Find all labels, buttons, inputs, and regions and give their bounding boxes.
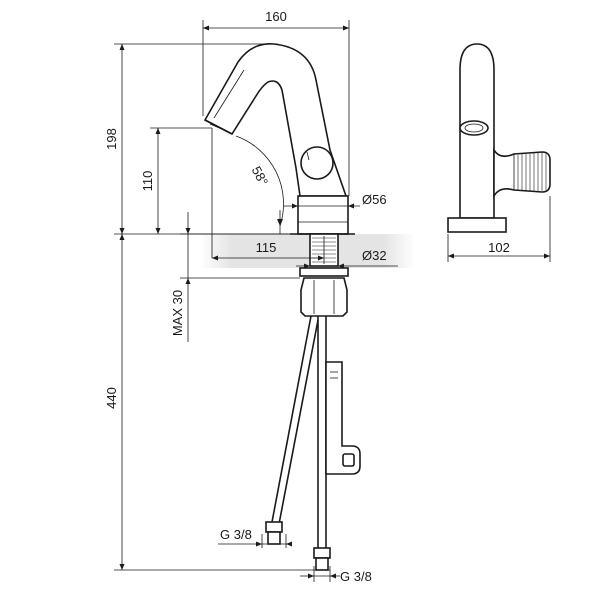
dim-projection: 115 bbox=[256, 240, 277, 255]
dim-diameter-body: Ø56 bbox=[362, 192, 387, 207]
dim-spout-angle: 58° bbox=[249, 164, 271, 188]
faucet-base bbox=[297, 195, 349, 235]
dim-diameter-shank: Ø32 bbox=[362, 248, 387, 263]
dim-side-width: 102 bbox=[488, 240, 510, 255]
faucet-front-view bbox=[203, 43, 361, 571]
faucet-side-view bbox=[447, 43, 551, 233]
flexible-hose bbox=[271, 315, 312, 523]
dimension-lines bbox=[114, 20, 551, 582]
dim-connection-bottom: G 3/8 bbox=[340, 569, 372, 584]
dim-max-thickness: MAX 30 bbox=[170, 290, 185, 336]
fixing-nut bbox=[300, 277, 348, 317]
handle-knob bbox=[300, 146, 334, 180]
mounting-bracket bbox=[325, 361, 361, 475]
countertop-shading bbox=[200, 234, 415, 268]
dim-height-spout: 198 bbox=[104, 128, 119, 150]
dim-height-outlet: 110 bbox=[140, 171, 155, 192]
dim-hose-length: 440 bbox=[104, 387, 119, 409]
dim-connection-hose: G 3/8 bbox=[220, 527, 252, 542]
dim-width-total: 160 bbox=[265, 9, 287, 24]
